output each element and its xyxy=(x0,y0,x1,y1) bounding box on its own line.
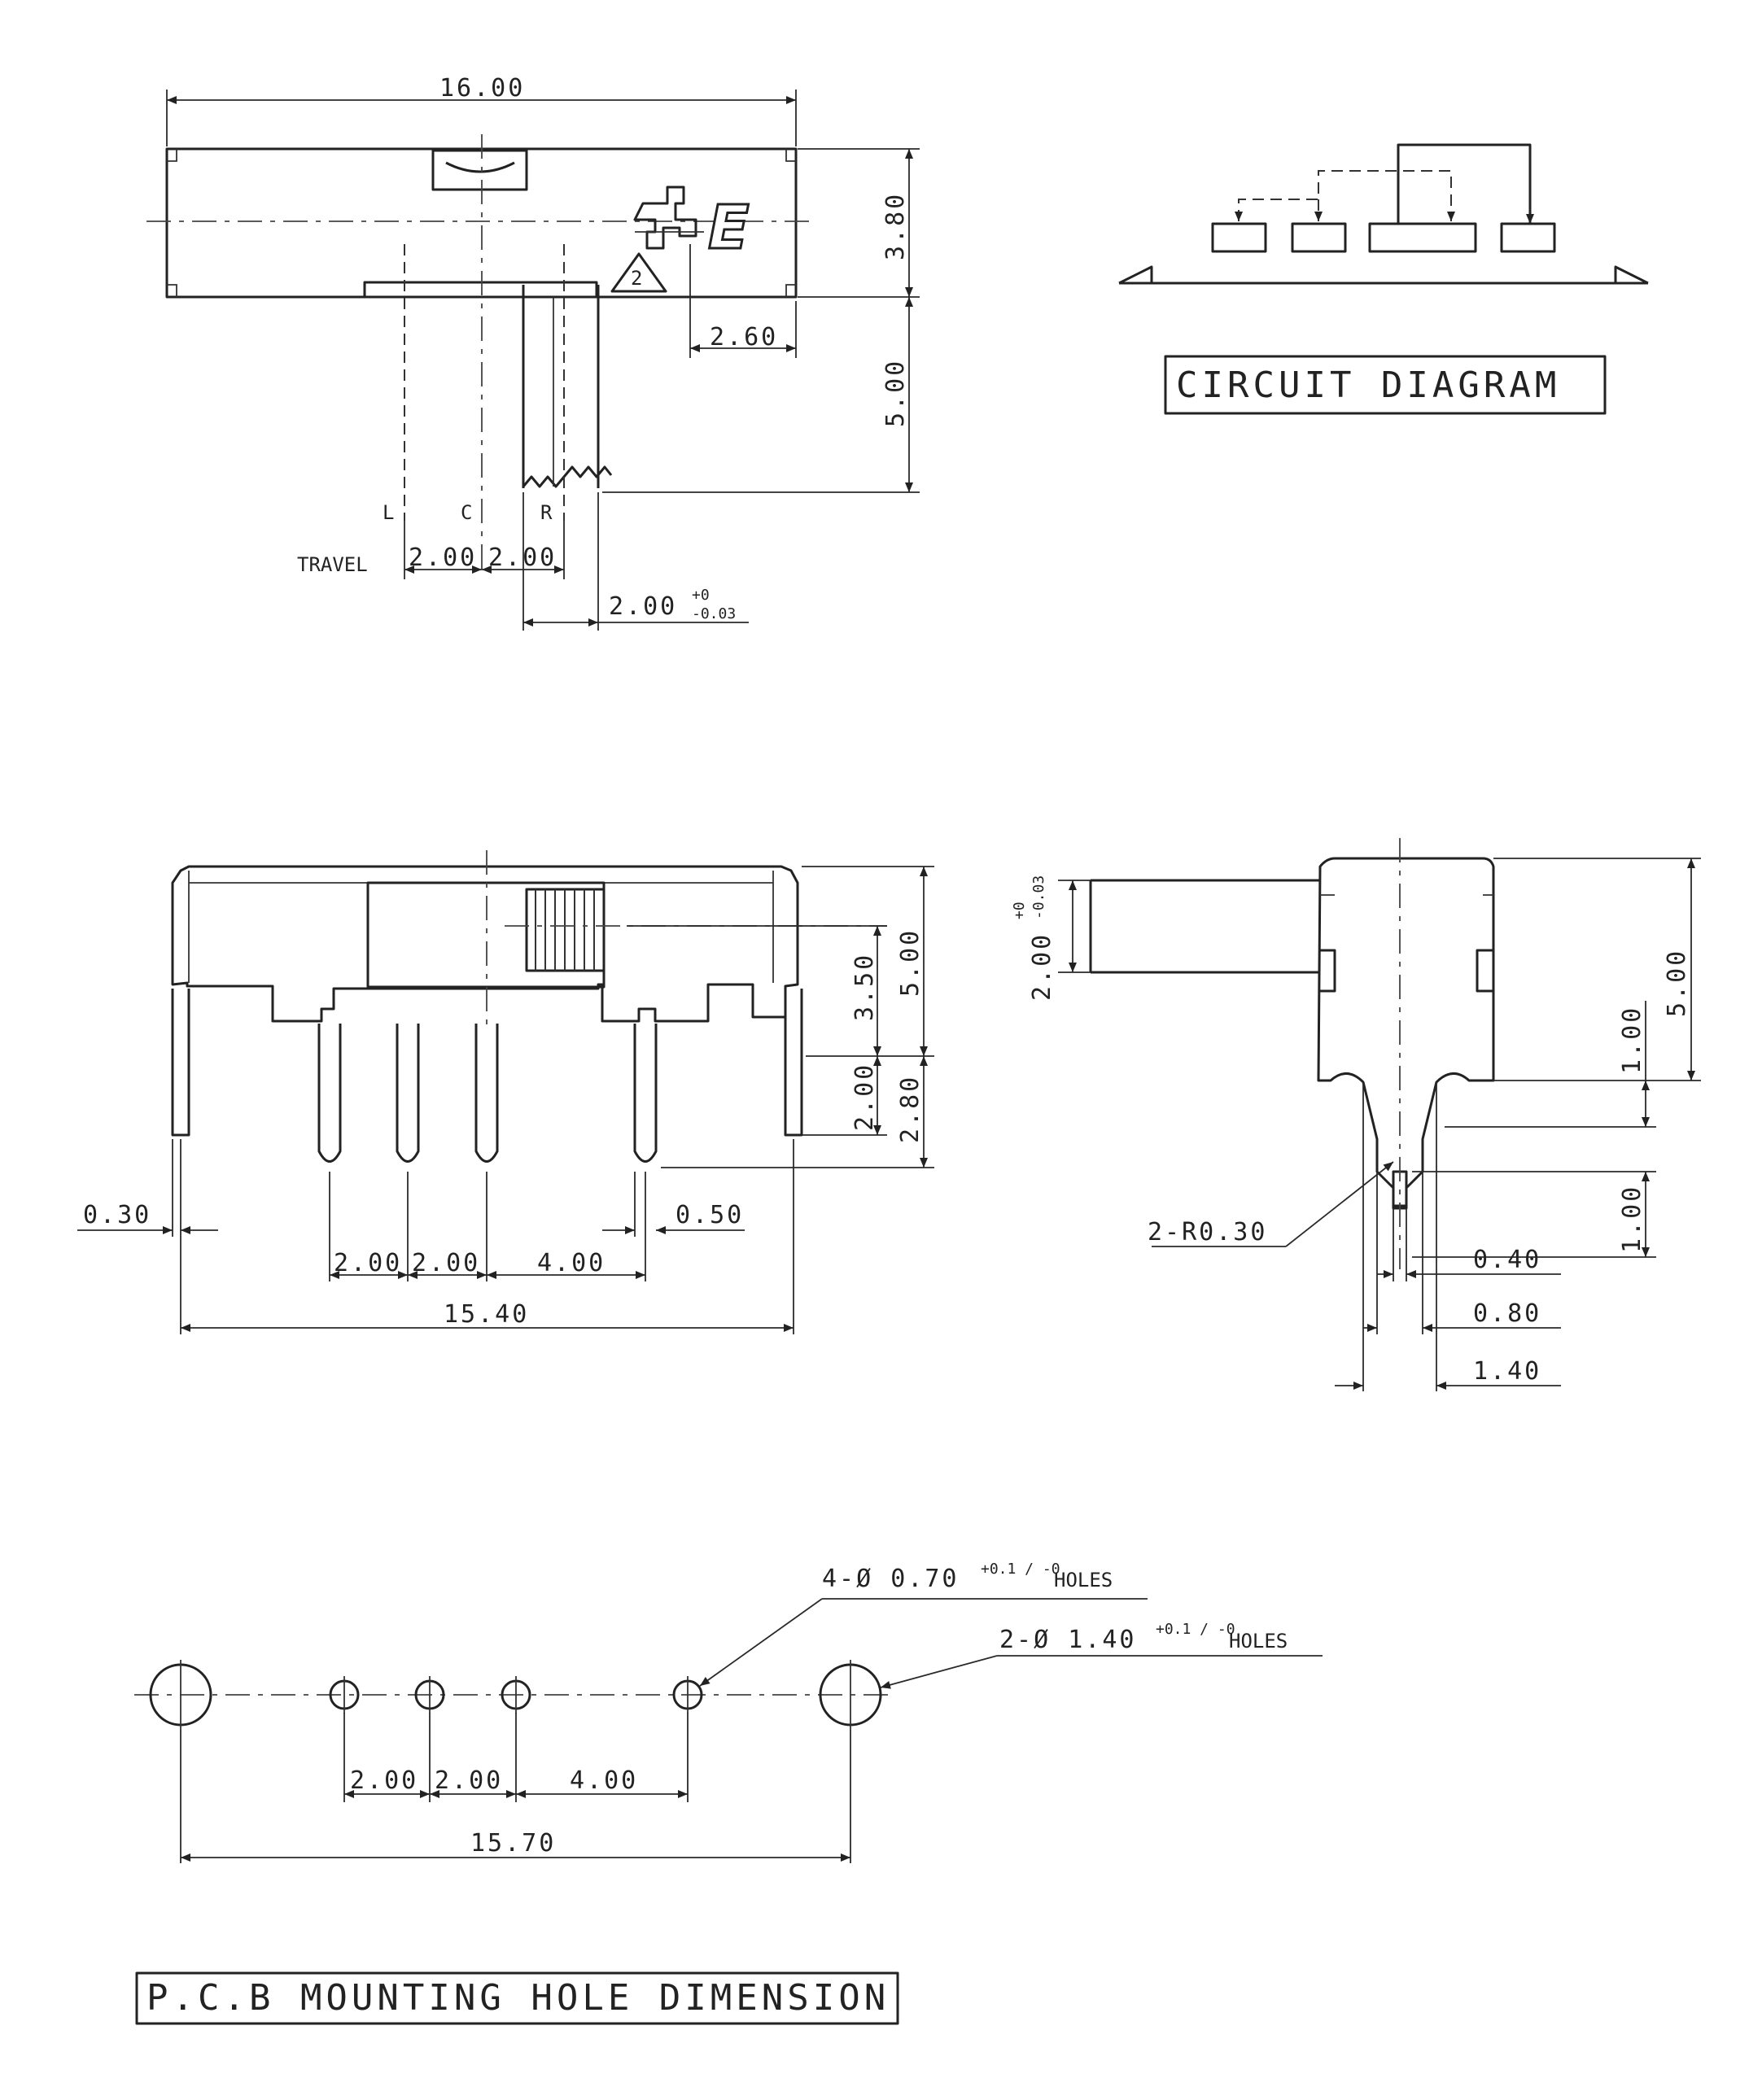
pcb-overall-dim: 15.70 xyxy=(470,1829,556,1858)
lever-tol-upper: +0 xyxy=(692,587,710,604)
circuit-diagram: CIRCUIT DIAGRAM xyxy=(1118,143,1649,415)
front-view: 3.50 5.00 2.00 2.80 0.30 0.50 2.00 2.00 … xyxy=(77,850,934,1334)
front-pitch-1: 2.00 xyxy=(334,1249,402,1277)
travel-label: TRAVEL xyxy=(297,553,368,576)
pin-2 xyxy=(396,1024,420,1163)
position-center-label: C xyxy=(461,501,472,524)
pin-1 xyxy=(317,1024,342,1163)
position-left-label: L xyxy=(383,501,394,524)
triangle-marking: 2 xyxy=(631,267,642,290)
side-view: 2.00 +0 -0.03 5.00 1.00 1.00 2-R0.30 0. xyxy=(1011,838,1701,1391)
pcb-pitch-1: 2.00 xyxy=(350,1766,418,1795)
left-mount-tab xyxy=(171,989,190,1137)
side-view-lever xyxy=(1089,879,1320,974)
pin-width-dim-1: 0.40 xyxy=(1473,1246,1541,1274)
circuit-diagram-frame xyxy=(1164,355,1607,415)
large-holes-tol: +0.1 / -0 xyxy=(1156,1621,1235,1638)
pin-thickness-dim: 0.50 xyxy=(676,1201,744,1229)
front-overall-dim: 15.40 xyxy=(444,1300,529,1329)
large-holes-note: 2-Ø 1.40 xyxy=(999,1626,1137,1654)
front-view-body xyxy=(171,865,799,1023)
side-lever-tol-upper: +0 xyxy=(1011,902,1028,919)
warning-triangle-icon xyxy=(610,252,667,293)
radius-note: 2-R0.30 xyxy=(1148,1218,1267,1246)
front-pitch-2: 2.00 xyxy=(412,1249,480,1277)
lever-width-dim: 2.00 xyxy=(609,592,677,621)
pin-4 xyxy=(633,1024,658,1163)
circuit-diagram-label: CIRCUIT DIAGRAM xyxy=(1176,365,1560,406)
top-view-window xyxy=(431,149,528,191)
small-holes-note: 4-Ø 0.70 xyxy=(822,1565,960,1593)
pin-3 xyxy=(474,1024,499,1163)
top-lever-dim: 5.00 xyxy=(881,359,910,427)
top-view: E 2 L C R 16.00 3.80 5.00 2.60 TRAVEL xyxy=(146,74,920,631)
front-top-to-base-dim: 3.50 xyxy=(850,953,879,1021)
side-lower-step-dim: 1.00 xyxy=(1618,1185,1646,1253)
lever-tol-lower: -0.03 xyxy=(692,605,736,622)
pcb-pitch-3: 4.00 xyxy=(570,1766,638,1795)
side-upper-step-dim: 1.00 xyxy=(1618,1006,1646,1074)
side-view-body xyxy=(1317,857,1495,1207)
logo-mark-icon: E xyxy=(633,186,750,264)
front-pin-short-dim: 2.00 xyxy=(850,1063,879,1131)
side-lever-dim: 2.00 xyxy=(1028,932,1056,1001)
travel-dim-2: 2.00 xyxy=(488,544,557,572)
logo-offset-dim: 2.60 xyxy=(710,323,778,351)
front-pitch-3: 4.00 xyxy=(537,1249,606,1277)
small-holes-tol: +0.1 / -0 xyxy=(981,1561,1060,1578)
logo-letter: E xyxy=(708,193,750,263)
top-width-dim: 16.00 xyxy=(439,74,525,103)
top-view-base-step xyxy=(363,281,598,297)
pcb-label: P.C.B MOUNTING HOLE DIMENSION xyxy=(146,1977,890,2019)
knob-ridges xyxy=(525,888,606,972)
front-pin-long-dim: 2.80 xyxy=(896,1075,925,1143)
side-height-dim: 5.00 xyxy=(1663,949,1691,1017)
top-view-lever xyxy=(522,285,600,488)
side-lever-tol-lower: -0.03 xyxy=(1030,875,1047,919)
top-height-dim: 3.80 xyxy=(881,192,910,260)
pcb-hole-layout: 4-Ø 0.70 +0.1 / -0 HOLES 2-Ø 1.40 +0.1 /… xyxy=(134,1561,1323,2025)
right-mount-tab xyxy=(784,989,803,1137)
pin-width-dim-3: 1.40 xyxy=(1473,1357,1541,1386)
tab-thickness-dim: 0.30 xyxy=(83,1201,151,1229)
position-right-label: R xyxy=(540,501,553,524)
pcb-label-frame xyxy=(135,1971,899,2025)
small-holes-word: HOLES xyxy=(1054,1569,1113,1591)
travel-dim-1: 2.00 xyxy=(409,544,477,572)
pcb-pitch-2: 2.00 xyxy=(435,1766,503,1795)
large-holes-word: HOLES xyxy=(1229,1630,1288,1652)
front-height-dim: 5.00 xyxy=(896,928,925,997)
pin-width-dim-2: 0.80 xyxy=(1473,1299,1541,1328)
